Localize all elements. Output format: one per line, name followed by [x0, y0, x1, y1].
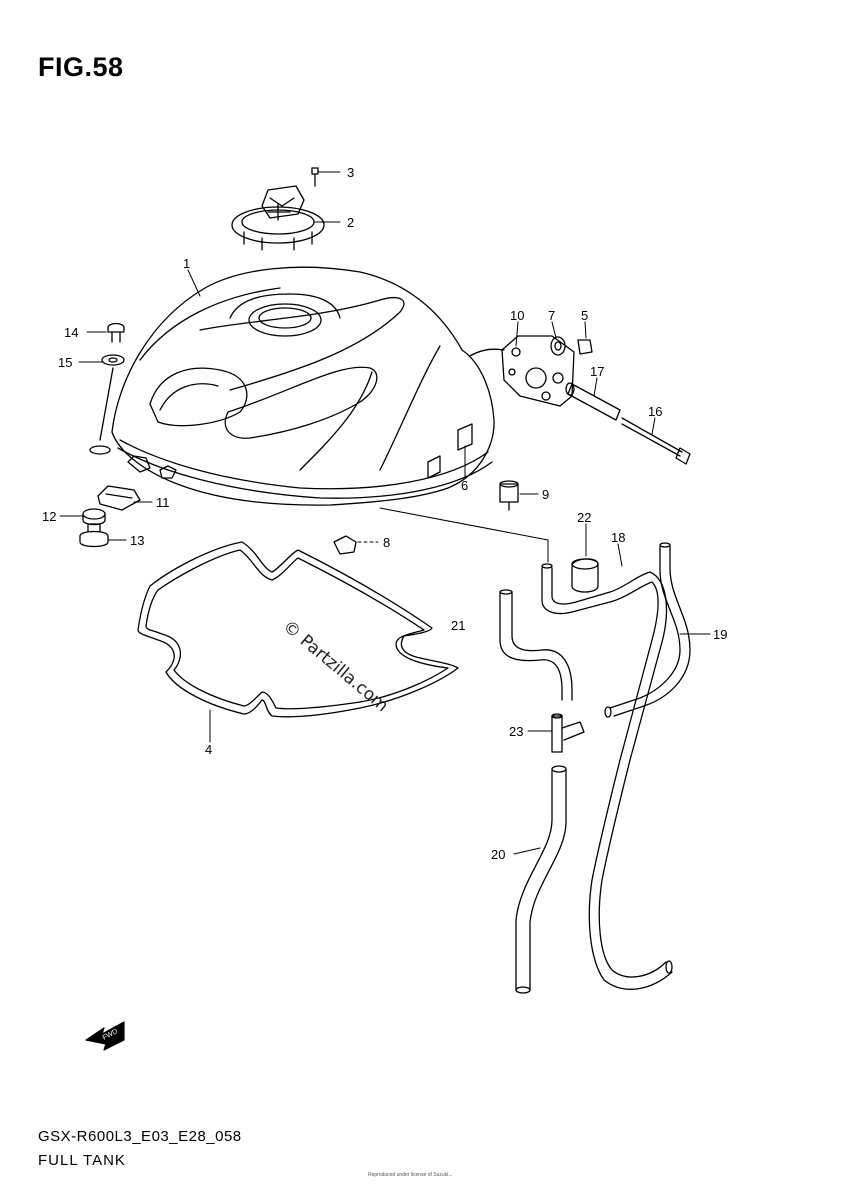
part-3-bolt — [311, 167, 319, 187]
part-17-spacer — [565, 382, 621, 421]
part-15-washer — [101, 354, 125, 366]
callout-6: 6 — [461, 478, 468, 493]
copyright-fine-print: Reproduced under license of Suzuki... — [368, 1172, 453, 1178]
callout-23: 23 — [509, 724, 523, 739]
part-11-clip — [97, 485, 141, 511]
forward-arrow-icon — [85, 1021, 125, 1051]
part-14-bolt — [107, 322, 125, 343]
callout-3: 3 — [347, 165, 354, 180]
callout-18: 18 — [611, 530, 625, 545]
callout-8: 8 — [383, 535, 390, 550]
part-18-hose — [541, 563, 673, 990]
part-4-gasket — [137, 541, 459, 718]
callout-7: 7 — [548, 308, 555, 323]
callout-13: 13 — [130, 533, 144, 548]
callout-22: 22 — [577, 510, 591, 525]
callout-2: 2 — [347, 215, 354, 230]
callout-4: 4 — [205, 742, 212, 757]
part-10-bracket — [501, 335, 575, 407]
part-22-cap — [571, 558, 599, 593]
callout-1: 1 — [183, 256, 190, 271]
part-16-bolt — [621, 417, 691, 465]
callout-16: 16 — [648, 404, 662, 419]
part-1-fuel-tank — [111, 266, 495, 506]
part-5-bolt — [577, 339, 593, 355]
callout-11: 11 — [156, 495, 170, 510]
part-12-grommet — [82, 508, 106, 526]
tank-mount-washer — [89, 445, 111, 455]
part-19-hose — [604, 542, 691, 718]
callout-21: 21 — [451, 618, 465, 633]
part-20-hose — [515, 765, 567, 994]
callout-19: 19 — [713, 627, 727, 642]
figure-code: GSX-R600L3_E03_E28_058 — [38, 1128, 242, 1145]
callout-17: 17 — [590, 364, 604, 379]
part-21-hose — [499, 589, 573, 701]
part-8-nut — [333, 535, 357, 555]
callout-5: 5 — [581, 308, 588, 323]
callout-12: 12 — [42, 509, 56, 524]
callout-leaders — [59, 171, 711, 855]
part-2-fuel-cap — [231, 185, 325, 251]
part-23-joint — [551, 713, 585, 753]
figure-title: FIG.58 — [38, 52, 124, 82]
callout-9: 9 — [542, 487, 549, 502]
part-13-collar — [79, 523, 109, 548]
watermark-text: © Partzilla.com — [279, 617, 392, 717]
part-9-damper — [499, 480, 519, 511]
part-7-cushion — [550, 336, 566, 356]
callout-10: 10 — [510, 308, 524, 323]
callout-20: 20 — [491, 847, 505, 862]
callout-15: 15 — [58, 355, 72, 370]
figure-name: FULL TANK — [38, 1152, 126, 1169]
callout-14: 14 — [64, 325, 78, 340]
